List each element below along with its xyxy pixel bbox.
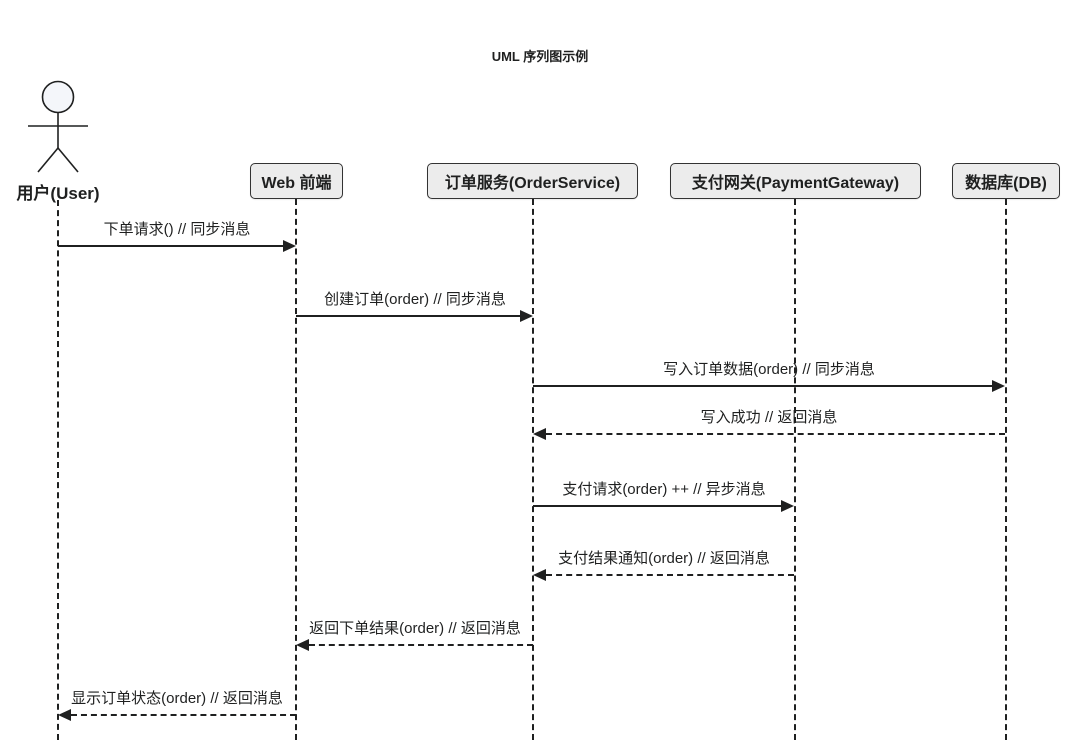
arrowhead-left-icon xyxy=(533,428,546,440)
message-line xyxy=(533,505,781,507)
message-label-write-order-data: 写入订单数据(order) // 同步消息 xyxy=(663,361,875,378)
participant-box-database: 数据库(DB) xyxy=(952,163,1060,199)
lifeline-user xyxy=(57,200,59,740)
diagram-title: UML 序列图示例 xyxy=(491,49,589,64)
actor-label: 用户(User) xyxy=(16,184,100,203)
lifeline-database xyxy=(1005,199,1007,740)
message-label-payment-result: 支付结果通知(order) // 返回消息 xyxy=(558,550,770,567)
message-line xyxy=(546,574,794,576)
message-label-show-order-status: 显示订单状态(order) // 返回消息 xyxy=(71,690,283,707)
arrowhead-left-icon xyxy=(58,709,71,721)
message-line xyxy=(309,644,533,646)
arrowhead-right-icon xyxy=(283,240,296,252)
message-label-create-order: 创建订单(order) // 同步消息 xyxy=(324,291,506,308)
arrowhead-right-icon xyxy=(781,500,794,512)
participant-box-order-service: 订单服务(OrderService) xyxy=(427,163,638,199)
lifeline-payment-gateway xyxy=(794,199,796,740)
arrowhead-right-icon xyxy=(520,310,533,322)
participant-box-web-frontend: Web 前端 xyxy=(250,163,343,199)
message-line xyxy=(71,714,296,716)
arrowhead-right-icon xyxy=(992,380,1005,392)
message-line xyxy=(296,315,522,317)
arrowhead-left-icon xyxy=(533,569,546,581)
lifeline-web-frontend xyxy=(295,199,297,740)
message-label-return-order-result: 返回下单结果(order) // 返回消息 xyxy=(309,620,521,637)
message-label-write-success: 写入成功 // 返回消息 xyxy=(700,409,838,426)
message-label-payment-request: 支付请求(order) ++ // 异步消息 xyxy=(562,481,766,498)
lifeline-order-service xyxy=(532,199,534,740)
message-line xyxy=(533,385,994,387)
message-label-place-order: 下单请求() // 同步消息 xyxy=(103,221,251,238)
message-line xyxy=(546,433,1005,435)
arrowhead-left-icon xyxy=(296,639,309,651)
actor-stick-figure-icon xyxy=(28,80,88,173)
message-line xyxy=(58,245,285,247)
participant-box-payment-gateway: 支付网关(PaymentGateway) xyxy=(670,163,921,199)
